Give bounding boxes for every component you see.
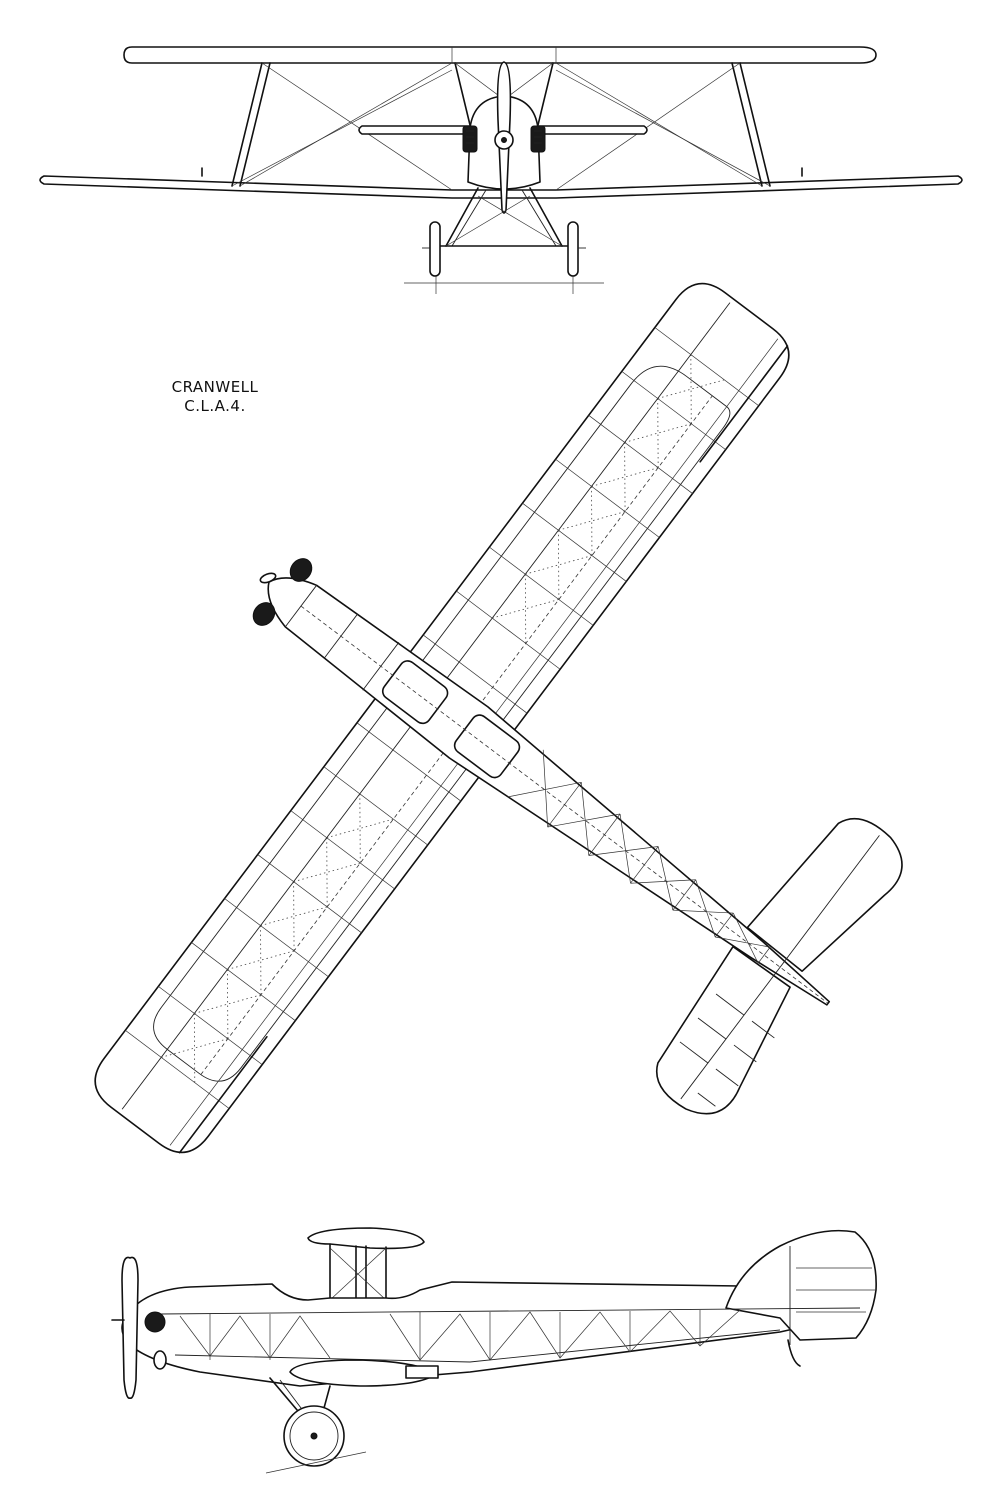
drawing-title-designation: C.L.A.4. [184,397,246,415]
side-fuselage-bracing [179,1309,741,1361]
drawing-title: CRANWELL C.L.A.4. [150,378,280,416]
side-wing-fitting [405,1365,439,1379]
side-upper-wing [307,1227,425,1250]
front-left-wheel [429,221,441,277]
front-left-cylinder [462,125,478,153]
front-interplane-struts [231,62,771,191]
front-right-wheel [567,221,579,277]
drawing-title-name: CRANWELL [171,378,259,396]
plan-tailplane-lower [656,945,791,1115]
front-right-cylinder [530,125,546,153]
side-fin-rudder [725,1229,877,1341]
side-undercarriage [269,1377,345,1467]
front-undercarriage [422,187,586,277]
side-engine [144,1311,166,1333]
front-view-icon [39,46,963,294]
side-ground-line [265,1451,367,1474]
plan-view-icon [94,282,903,1154]
front-upper-wing [123,46,877,64]
plan-engine [252,558,313,626]
plan-wing-ribs [125,327,759,1109]
plan-elevator-ribs [679,993,775,1107]
side-propeller [121,1256,139,1399]
side-view-icon [111,1227,877,1474]
